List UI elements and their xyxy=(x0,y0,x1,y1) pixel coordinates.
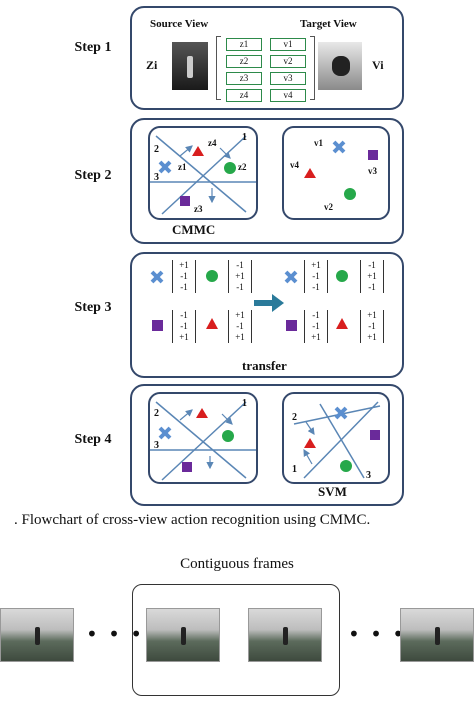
z1-box: z1 xyxy=(226,38,262,51)
v1-label: v1 xyxy=(314,138,323,148)
blue-cross xyxy=(158,160,172,174)
svm-target-svg xyxy=(293,401,381,479)
source-view-image xyxy=(172,42,208,90)
green-circle-2 xyxy=(336,270,348,282)
z2-label: z2 xyxy=(238,162,247,172)
red-triangle xyxy=(304,168,316,178)
purple-square-1 xyxy=(152,320,163,331)
contiguous-frames-title: Contiguous frames xyxy=(180,556,294,572)
blue-cross-2 xyxy=(284,270,298,284)
line-label-3: 3 xyxy=(154,172,159,183)
target-figure xyxy=(332,56,350,76)
ellipsis-right: • • • xyxy=(348,622,407,646)
contiguous-frames-bracket xyxy=(132,584,340,696)
step-3-panel: +1-1-1 -1+1-1 -1-1+1 +1-1+1 +1-1-1 -1+1-… xyxy=(130,252,404,378)
zi-label: Zi xyxy=(146,58,158,72)
v2-label: v2 xyxy=(324,202,333,212)
cmmc-target-box: v1 v4 v3 v2 xyxy=(282,126,390,220)
svm-target-box: 2 1 3 xyxy=(282,392,390,484)
z4-box: z4 xyxy=(226,89,262,102)
person-figure xyxy=(181,627,186,645)
line-label-2: 2 xyxy=(154,144,159,155)
vi-label: Vi xyxy=(372,58,384,72)
left-bracket xyxy=(216,36,221,100)
target-view-image xyxy=(318,42,362,90)
v1-box: v1 xyxy=(270,38,306,51)
cmmc-target-svg xyxy=(304,140,378,200)
z2-box: z2 xyxy=(226,55,262,68)
blue-cross xyxy=(332,140,346,154)
cmmc-caption: CMMC xyxy=(172,222,216,237)
svm-left-line-2: 2 xyxy=(154,408,159,419)
z1-label: z1 xyxy=(178,162,187,172)
video-frame-3 xyxy=(248,608,322,662)
line-label-1: 1 xyxy=(242,132,247,143)
ellipsis-left: • • • xyxy=(86,622,145,646)
video-frame-2 xyxy=(146,608,220,662)
matrix-7: -1-1+1 xyxy=(304,310,328,343)
cmmc-source-svg xyxy=(150,135,256,215)
green-circle xyxy=(344,188,356,200)
v2-box: v2 xyxy=(270,55,306,68)
matrix-4: +1-1+1 xyxy=(228,310,252,343)
z3-box: z3 xyxy=(226,72,262,85)
figure-caption: . Flowchart of cross-view action recogni… xyxy=(14,512,371,528)
step3-shapes xyxy=(150,270,348,331)
v4-label: v4 xyxy=(290,160,299,170)
svm-left-line-3: 3 xyxy=(154,440,159,451)
purple-square xyxy=(180,196,190,206)
transfer-caption: transfer xyxy=(242,358,287,373)
z4-label: z4 xyxy=(208,138,217,148)
matrix-5: +1-1-1 xyxy=(304,260,328,293)
v4-box: v4 xyxy=(270,89,306,102)
svm-source-box: 1 2 3 xyxy=(148,392,258,484)
svm-source-svg xyxy=(150,401,256,481)
target-view-label: Target View xyxy=(300,18,357,30)
matrix-2: -1+1-1 xyxy=(228,260,252,293)
video-frame-1 xyxy=(0,608,74,662)
step-3-label: Step 3 xyxy=(74,300,112,315)
blue-cross-1 xyxy=(150,270,164,284)
person-figure xyxy=(35,627,40,645)
red-triangle xyxy=(192,146,204,156)
z3-label: z3 xyxy=(194,204,203,214)
purple-square xyxy=(368,150,378,160)
green-circle-1 xyxy=(206,270,218,282)
matrix-3: -1-1+1 xyxy=(172,310,196,343)
right-bracket xyxy=(310,36,315,100)
step-1-label: Step 1 xyxy=(74,40,112,55)
cmmc-source-box: 1 2 3 z4 z1 z2 z3 xyxy=(148,126,258,220)
v3-label: v3 xyxy=(368,166,377,176)
hyperplane-1 xyxy=(161,135,247,215)
matrix-1: +1-1-1 xyxy=(172,260,196,293)
step-4-panel: 1 2 3 2 1 3 SVM xyxy=(130,384,404,506)
svm-caption: SVM xyxy=(318,484,347,499)
svm-left-line-1: 1 xyxy=(242,398,247,409)
transfer-arrow xyxy=(254,294,284,312)
step-1-panel: Source View Target View Zi Vi z1 z2 z3 z… xyxy=(130,6,404,110)
svm-right-line-2: 2 xyxy=(292,412,297,423)
red-triangle-1 xyxy=(206,318,218,329)
svm-right-line-3: 3 xyxy=(366,470,371,481)
video-frame-4 xyxy=(400,608,474,662)
matrix-6: -1+1-1 xyxy=(360,260,384,293)
person-figure xyxy=(283,627,288,645)
step-4-label: Step 4 xyxy=(74,432,112,447)
person-figure xyxy=(435,627,440,645)
step-2-label: Step 2 xyxy=(74,168,112,183)
hyperplane-2 xyxy=(155,135,247,213)
source-figure xyxy=(187,56,193,78)
step-2-panel: 1 2 3 z4 z1 z2 z3 v1 v4 v3 v2 CMMC xyxy=(130,118,404,244)
matrix-8: +1-1+1 xyxy=(360,310,384,343)
green-circle xyxy=(224,162,236,174)
purple-square-2 xyxy=(286,320,297,331)
red-triangle-2 xyxy=(336,318,348,329)
source-view-label: Source View xyxy=(150,18,209,30)
svm-right-line-1: 1 xyxy=(292,464,297,475)
v3-box: v3 xyxy=(270,72,306,85)
